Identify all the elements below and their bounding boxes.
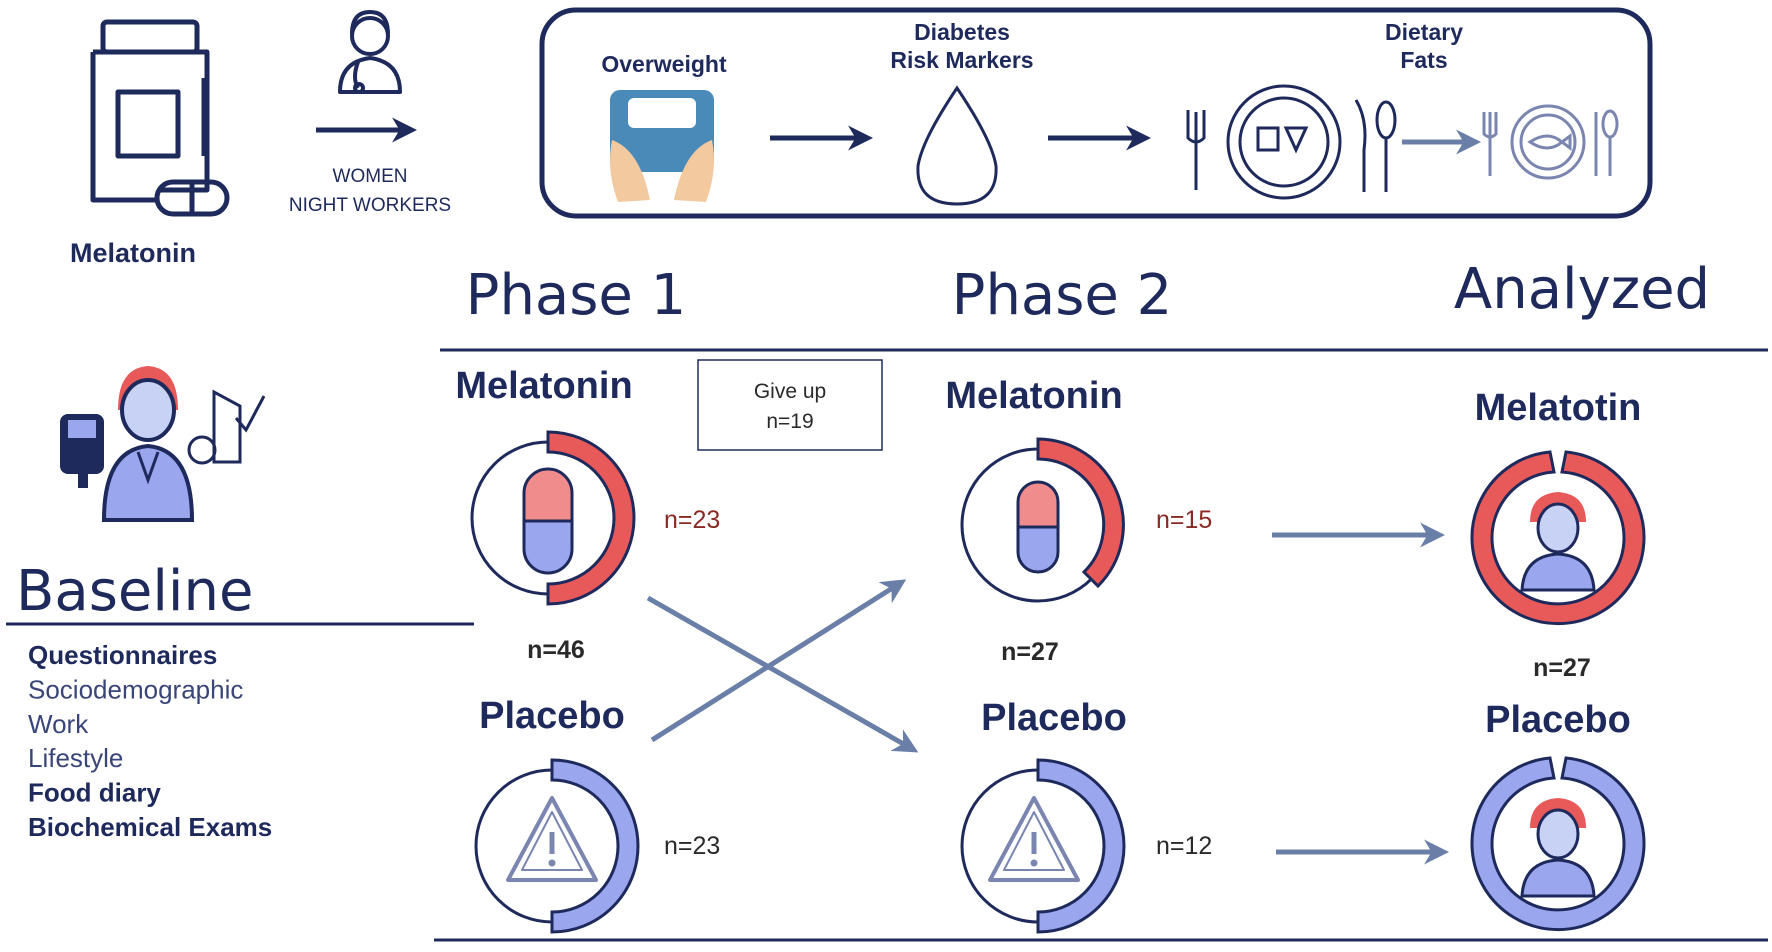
diabetes-line2: Risk Markers <box>890 47 1033 73</box>
give-up-box <box>697 359 883 451</box>
analyzed-placebo-label: Placebo <box>1485 699 1631 741</box>
phase1-placebo-ring <box>474 758 640 934</box>
phase2-placebo-ring <box>960 758 1126 934</box>
baseline-item: Questionnaires <box>28 640 217 670</box>
scale-icon <box>610 90 714 202</box>
baseline-item: Food diary <box>28 778 161 808</box>
analyzed-title: Analyzed <box>1454 257 1710 322</box>
baseline-item: Lifestyle <box>28 743 123 773</box>
plate-icon <box>1186 84 1397 200</box>
patient-icon <box>60 366 266 522</box>
workers-line2: NIGHT WORKERS <box>289 195 451 216</box>
overweight-label: Overweight <box>601 51 727 77</box>
fats-line2: Fats <box>1400 47 1447 73</box>
baseline-item: Sociodemographic <box>28 674 243 704</box>
phase1-melatonin-label: Melatonin <box>455 365 632 407</box>
crossover-arrow-up <box>650 579 907 743</box>
analyzed-placebo-ring <box>1470 756 1646 932</box>
baseline-list: QuestionnairesSociodemographicWorkLifest… <box>28 640 272 842</box>
analyzed-melatonin-label: Melatotin <box>1475 387 1642 429</box>
person-icon <box>1520 492 1596 592</box>
phase1-placebo-count: n=23 <box>664 832 720 860</box>
analyzed-melatonin-ring <box>1470 450 1646 626</box>
fats-line1: Dietary <box>1385 19 1463 45</box>
phase1-melatonin-count: n=23 <box>664 506 720 534</box>
phase1-title: Phase 1 <box>466 263 687 328</box>
phase2-placebo-count: n=12 <box>1156 832 1212 860</box>
phase2-melatonin-count: n=15 <box>1156 506 1212 534</box>
capsule-icon <box>522 467 574 575</box>
phase2-placebo-label: Placebo <box>981 697 1127 739</box>
baseline-title: Baseline <box>16 559 253 624</box>
fish-plate-icon <box>1482 104 1619 180</box>
melatonin-label: Melatonin <box>70 238 196 268</box>
baseline-item: Biochemical Exams <box>28 812 272 842</box>
phase1-total-count: n=46 <box>527 636 585 664</box>
pill-bottle-icon <box>90 19 230 217</box>
capsule-icon <box>1016 480 1060 574</box>
drop-icon <box>916 85 998 206</box>
phase2-melatonin-label: Melatonin <box>945 375 1122 417</box>
phase2-title: Phase 2 <box>952 263 1173 328</box>
phase1-placebo-label: Placebo <box>479 695 625 737</box>
analyzed-total-count: n=27 <box>1533 654 1591 682</box>
workers-line1: WOMEN <box>333 166 408 187</box>
warning-icon <box>506 796 598 882</box>
give-up-line2: n=19 <box>766 410 813 433</box>
person-icon <box>1520 798 1596 898</box>
phase2-total-count: n=27 <box>1001 638 1059 666</box>
diabetes-line1: Diabetes <box>914 19 1010 45</box>
doctor-icon <box>338 10 402 94</box>
baseline-item: Work <box>28 709 89 739</box>
crossover-arrow-down <box>646 595 919 753</box>
give-up-line1: Give up <box>754 380 826 403</box>
warning-icon <box>988 796 1080 882</box>
risk-flow-box <box>539 7 1653 219</box>
